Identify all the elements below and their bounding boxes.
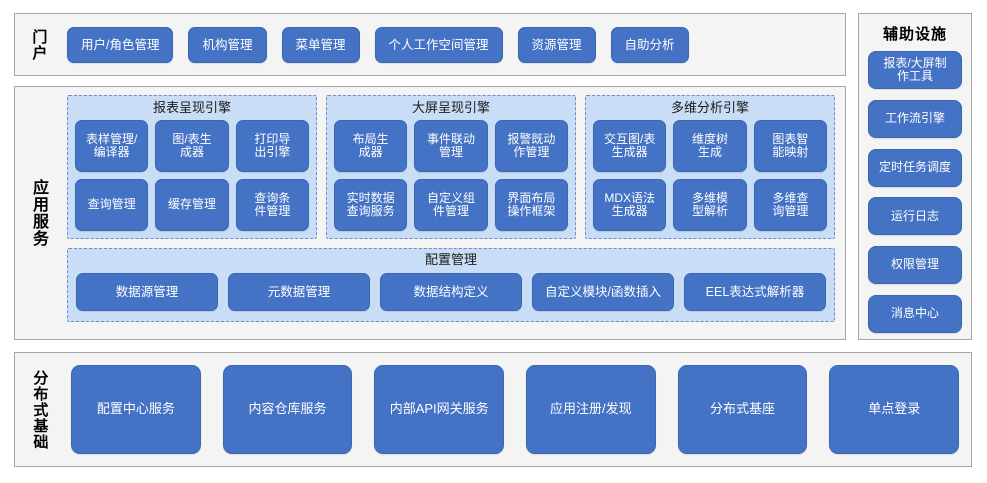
engine-grid-large-screen-rendering: 布局生 成器 事件联动 管理 报警既动 作管理 实时数据 查询服务 自定义组 件… [334,120,568,231]
config-management-button-row: 数据源管理 元数据管理 数据结构定义 自定义模块/函数插入 EEL表达式解析器 [76,271,826,313]
engine-item-event-linkage-management[interactable]: 事件联动 管理 [414,120,488,173]
auxiliary-button-report-dashboard-authoring-tool[interactable]: 报表/大屏制 作工具 [868,51,962,89]
engine-panel-row: 报表呈现引擎 表样管理/ 编译器 图/表生 成器 打印导 出引擎 查询管理 缓存… [67,95,835,239]
distributed-button-single-sign-on[interactable]: 单点登录 [829,365,960,454]
engine-item-query-management[interactable]: 查询管理 [75,179,149,231]
engine-panel-large-screen-rendering: 大屏呈现引擎 布局生 成器 事件联动 管理 报警既动 作管理 实时数据 查询服务… [326,95,576,239]
distributed-base-band-label: 分布式基础 [31,369,49,450]
portal-section: 门户 用户/角色管理 机构管理 菜单管理 个人工作空间管理 资源管理 自助分析 [14,13,846,76]
engine-item-ui-layout-operation-framework[interactable]: 界面布局 操作框架 [494,179,568,231]
distributed-button-distributed-foundation[interactable]: 分布式基座 [677,365,808,454]
engine-item-cache-management[interactable]: 缓存管理 [155,179,229,231]
portal-button-resource-management[interactable]: 资源管理 [517,26,596,63]
engine-item-realtime-data-query-service[interactable]: 实时数据 查询服务 [334,179,408,231]
engine-grid-report-rendering: 表样管理/ 编译器 图/表生 成器 打印导 出引擎 查询管理 缓存管理 查询条 … [75,120,309,231]
engine-panel-multidimensional-analysis: 多维分析引擎 交互图/表 生成器 维度树 生成 图表智 能映射 MDX语法 生成… [585,95,835,239]
engine-title-multidimensional-analysis: 多维分析引擎 [670,100,749,115]
auxiliary-facilities-button-list: 报表/大屏制 作工具 工作流引擎 定时任务调度 运行日志 权限管理 消息中心 [868,51,962,333]
engine-item-alarm-action-management[interactable]: 报警既动 作管理 [494,120,568,173]
engine-item-mdx-syntax-generator[interactable]: MDX语法 生成器 [593,179,667,231]
config-item-data-structure-definition[interactable]: 数据结构定义 [380,273,522,312]
auxiliary-button-runtime-log[interactable]: 运行日志 [868,197,962,236]
portal-button-user-role-management[interactable]: 用户/角色管理 [67,26,174,63]
engine-item-chart-table-generator[interactable]: 图/表生 成器 [155,120,229,173]
engine-grid-multidimensional-analysis: 交互图/表 生成器 维度树 生成 图表智 能映射 MDX语法 生成器 多维模 型… [593,120,827,231]
auxiliary-button-scheduled-task-scheduler[interactable]: 定时任务调度 [868,148,962,187]
portal-button-menu-management[interactable]: 菜单管理 [281,26,360,63]
auxiliary-button-workflow-engine[interactable]: 工作流引擎 [868,99,962,138]
auxiliary-button-message-center[interactable]: 消息中心 [868,294,962,333]
engine-item-interactive-chart-table-generator[interactable]: 交互图/表 生成器 [593,120,667,173]
application-service-body: 报表呈现引擎 表样管理/ 编译器 图/表生 成器 打印导 出引擎 查询管理 缓存… [67,95,835,331]
engine-item-multidimensional-query-management[interactable]: 多维查 询管理 [753,179,827,231]
config-item-metadata-management[interactable]: 元数据管理 [228,273,370,312]
portal-button-self-service-analysis[interactable]: 自助分析 [610,26,689,63]
engine-item-multidimensional-model-parsing[interactable]: 多维模 型解析 [673,179,747,231]
config-item-datasource-management[interactable]: 数据源管理 [76,273,218,312]
config-item-custom-module-function-insert[interactable]: 自定义模块/函数插入 [532,273,674,312]
config-item-eel-expression-parser[interactable]: EEL表达式解析器 [684,273,826,312]
distributed-base-section: 分布式基础 配置中心服务 内容仓库服务 内部API网关服务 应用注册/发现 分布… [14,352,972,467]
engine-item-print-export-engine[interactable]: 打印导 出引擎 [235,120,309,173]
engine-item-custom-component-management[interactable]: 自定义组 件管理 [414,179,488,231]
distributed-button-content-repository-service[interactable]: 内容仓库服务 [222,365,353,454]
engine-item-template-management-compiler[interactable]: 表样管理/ 编译器 [75,120,149,173]
distributed-button-config-center-service[interactable]: 配置中心服务 [71,365,201,454]
distributed-base-button-row: 配置中心服务 内容仓库服务 内部API网关服务 应用注册/发现 分布式基座 单点… [71,365,960,454]
auxiliary-facilities-section: 辅助设施 报表/大屏制 作工具 工作流引擎 定时任务调度 运行日志 权限管理 消… [858,13,972,340]
engine-item-chart-intelligent-mapping[interactable]: 图表智 能映射 [753,120,827,173]
engine-title-large-screen-rendering: 大屏呈现引擎 [411,100,490,115]
auxiliary-facilities-title: 辅助设施 [882,26,947,43]
application-service-section: 应用服务 报表呈现引擎 表样管理/ 编译器 图/表生 成器 打印导 出引擎 查询… [14,86,846,340]
engine-item-dimension-tree-generation[interactable]: 维度树 生成 [673,120,747,173]
portal-band-label: 门户 [30,28,48,61]
config-management-panel: 配置管理 数据源管理 元数据管理 数据结构定义 自定义模块/函数插入 EEL表达… [67,248,835,322]
engine-item-layout-generator[interactable]: 布局生 成器 [334,120,408,173]
auxiliary-button-permission-management[interactable]: 权限管理 [868,246,962,285]
engine-title-report-rendering: 报表呈现引擎 [152,100,231,115]
config-management-title: 配置管理 [424,252,477,267]
distributed-button-app-registration-discovery[interactable]: 应用注册/发现 [526,365,656,454]
portal-button-row: 用户/角色管理 机构管理 菜单管理 个人工作空间管理 资源管理 自助分析 [67,14,837,75]
application-service-band-label: 应用服务 [29,179,47,247]
portal-button-org-management[interactable]: 机构管理 [188,26,267,63]
distributed-button-internal-api-gateway-service[interactable]: 内部API网关服务 [374,365,505,454]
engine-item-query-condition-management[interactable]: 查询条 件管理 [235,179,309,231]
engine-panel-report-rendering: 报表呈现引擎 表样管理/ 编译器 图/表生 成器 打印导 出引擎 查询管理 缓存… [67,95,317,239]
portal-button-personal-workspace-management[interactable]: 个人工作空间管理 [374,26,503,63]
